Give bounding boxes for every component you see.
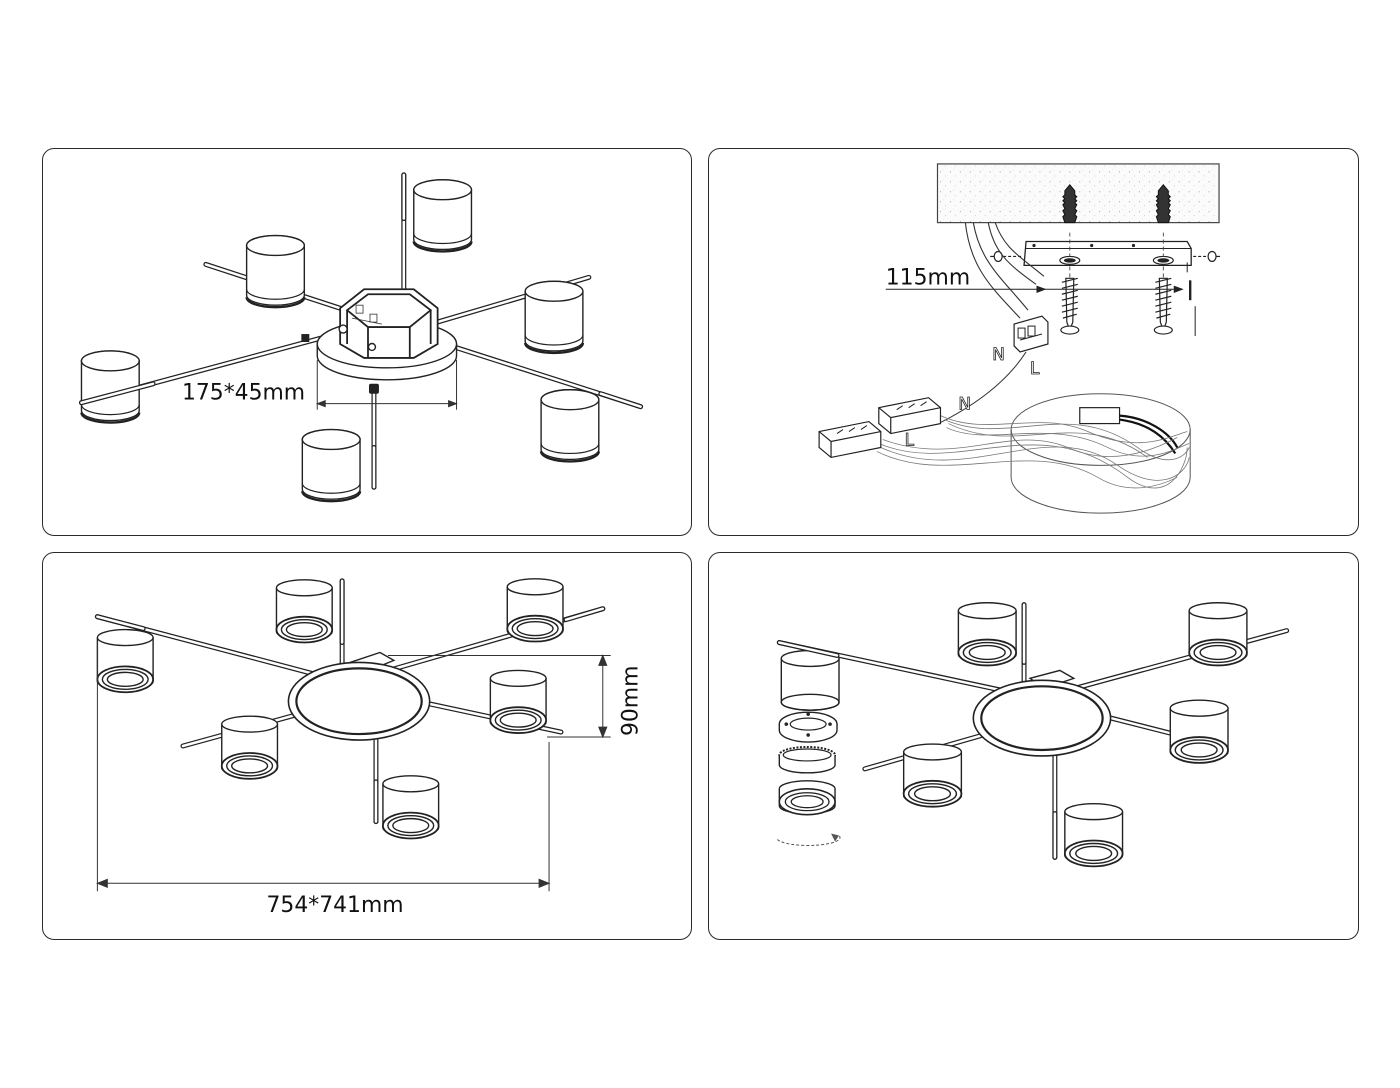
lamp-cup <box>220 715 279 780</box>
lamp-cup <box>382 774 440 840</box>
wire-label-n2: N <box>958 394 971 414</box>
exploded-gx53-lamp <box>778 746 837 774</box>
fixture-perspective-drawing: 175*45mm <box>78 172 644 503</box>
mounting-screw <box>1153 277 1173 335</box>
wire-label-l2: L <box>905 429 915 449</box>
dimension-lines <box>96 642 611 892</box>
lamp-cup <box>523 280 585 355</box>
wall-anchor <box>1155 184 1171 224</box>
side-screws <box>990 250 1221 263</box>
wall-anchor <box>1062 184 1078 224</box>
lamp-cup <box>539 388 600 463</box>
mounting-screw <box>1060 277 1080 335</box>
lamp-cup <box>902 743 963 808</box>
hex-mount-box <box>339 288 439 359</box>
exploded-lamp-housing <box>780 649 840 711</box>
wire-label-l: L <box>1030 358 1040 378</box>
central-disc <box>287 651 431 741</box>
panel-canopy-dimension: 175*45mm <box>42 148 692 536</box>
exploded-socket-ring <box>778 711 838 743</box>
terminal-detail <box>351 304 383 325</box>
lamp-cup <box>506 577 564 643</box>
central-disc <box>972 669 1112 757</box>
lamp-cup <box>1188 601 1248 667</box>
canopy-dimension-label: 175*45mm <box>182 381 305 406</box>
overall-dimension-label: 754*741mm <box>267 893 404 918</box>
lamp-cup <box>412 178 473 253</box>
panel-mounting-wiring: 115mm N L N L <box>708 148 1359 536</box>
lamp-cup <box>489 669 547 734</box>
lamp-cup <box>80 349 141 424</box>
mounting-wiring-drawing: 115mm N L N L <box>818 163 1221 514</box>
exploded-lens-ring <box>778 780 836 816</box>
lamp-replacement-drawing <box>776 601 1290 868</box>
dimension-line <box>315 359 458 410</box>
bracket-dimension <box>885 262 1196 337</box>
driver-canopy <box>1010 393 1191 514</box>
fixture-dimension-drawing: 754*741mm 90mm <box>94 577 644 918</box>
rotate-arrow-icon <box>776 833 841 846</box>
lamp-cup <box>275 578 334 644</box>
panel-lamp-replacement <box>708 552 1359 940</box>
lamp-cup <box>1169 699 1229 764</box>
bracket-dimension-label: 115mm <box>886 265 970 290</box>
height-dimension-label: 90mm <box>619 666 644 736</box>
lamp-cup <box>957 601 1017 667</box>
wire-label-n: N <box>992 344 1005 364</box>
fixture-cables <box>876 415 1190 489</box>
mains-cable <box>964 222 1045 319</box>
lamp-cup <box>301 428 362 503</box>
wire-connector <box>878 397 942 435</box>
lamp-cup <box>96 628 155 694</box>
lamp-cup <box>245 234 306 309</box>
wire-connector <box>818 420 882 458</box>
panel-overall-dimensions: 754*741mm 90mm <box>42 552 692 940</box>
lamp-cup <box>1063 802 1124 868</box>
terminal-block <box>1013 315 1049 353</box>
ceiling-slab <box>936 163 1220 224</box>
